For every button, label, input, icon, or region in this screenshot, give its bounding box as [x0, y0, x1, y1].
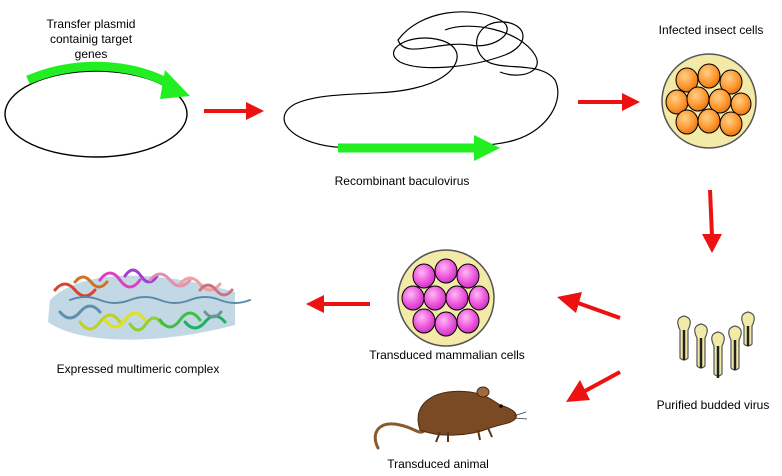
mouse-illustration: [373, 386, 528, 450]
expressed-complex-label: Expressed multimeric complex: [56, 362, 220, 376]
mammalian-cells: [401, 258, 490, 337]
insect-cells: [665, 63, 752, 137]
multimeric-complex-structure: [48, 268, 251, 340]
arrow-cells-to-complex: [306, 295, 370, 313]
recombinant-baculovirus-label: Recombinant baculovirus: [334, 174, 470, 188]
arrow-insect-cells-to-virus: [702, 189, 722, 253]
transfer-plasmid: [4, 61, 190, 158]
purified-budded-virus-label: Purified budded virus: [656, 398, 770, 412]
arrow-plasmid-to-virus: [204, 102, 264, 120]
arrow-virus-to-animal: [566, 370, 621, 402]
mammalian-cells-dish: [397, 249, 495, 347]
insect-cells-dish: [661, 53, 757, 149]
arrow-virus-to-mammalian-cells: [557, 292, 621, 320]
recombinant-baculovirus: [283, 11, 559, 149]
infected-insect-cells-label: Infected insect cells: [658, 23, 764, 37]
transfer-plasmid-label: Transfer plasmid containig target genes: [46, 17, 136, 61]
transduced-mammalian-cells-label: Transduced mammalian cells: [369, 348, 525, 362]
inserted-gene: [338, 135, 500, 161]
budded-virus-particles: [677, 311, 755, 378]
transduced-animal-label: Transduced animal: [387, 457, 489, 471]
arrow-virus-to-insect-cells: [578, 93, 640, 111]
